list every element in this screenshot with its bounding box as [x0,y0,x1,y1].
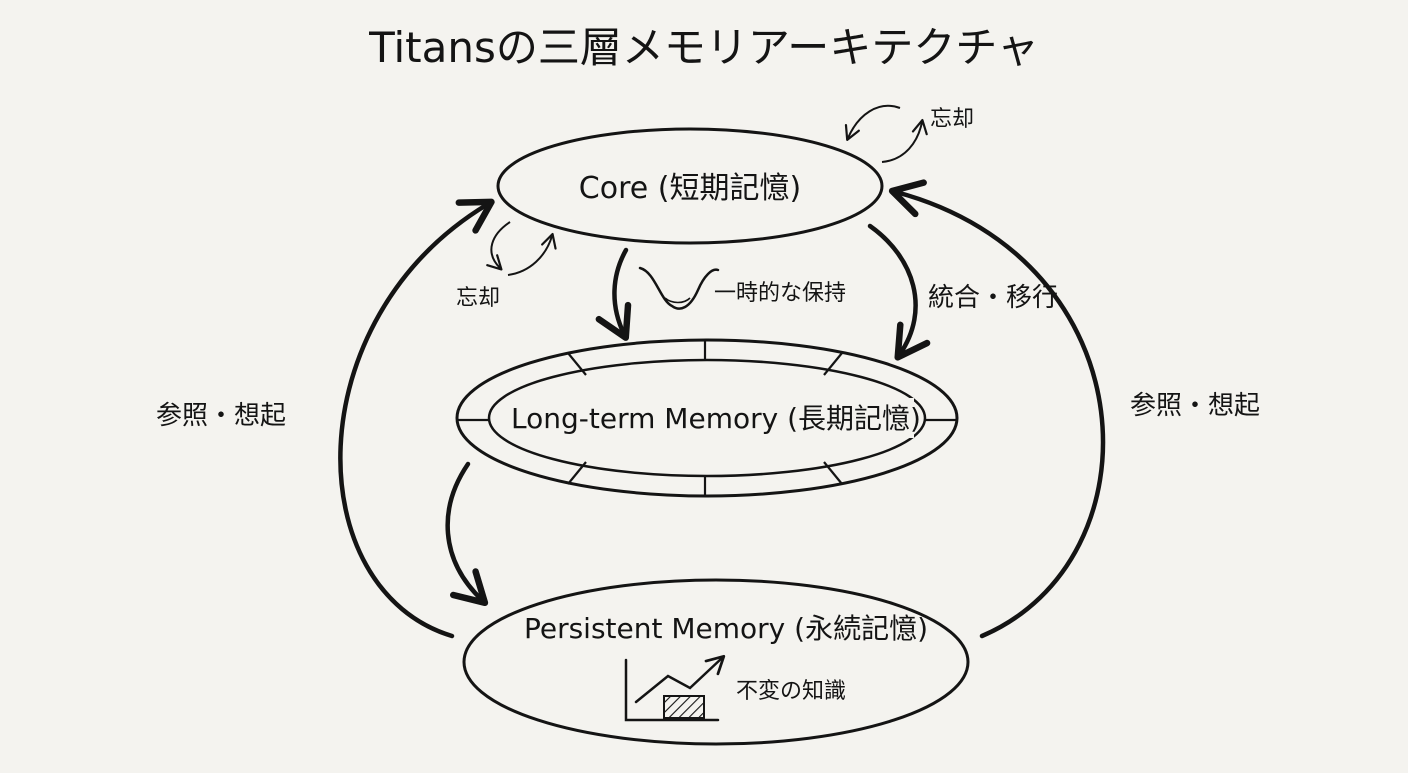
recall-right-label: 参照・想起 [1130,391,1260,421]
core-node-label: Core (短期記憶) [579,171,801,206]
integrate-transfer-label: 統合・移行 [928,283,1058,313]
invariant-knowledge-label: 不変の知識 [736,679,846,704]
recall-left-label: 参照・想起 [156,401,286,431]
temporary-hold-wave-icon [638,266,720,310]
recall-left-arrow [338,198,495,639]
temporary-hold: 一時的な保持 [638,266,846,310]
temporary-hold-label: 一時的な保持 [714,281,846,306]
diagram-title: Titansの三層メモリアーキテクチャ [368,23,1039,72]
forget-left-arrow-a [486,221,511,271]
core-to-longterm-arrow [595,247,632,341]
core-node: Core (短期記憶) [496,127,884,245]
forget-top-arrow-a [844,104,901,141]
persistent-node-label: Persistent Memory (永続記憶) [524,612,928,645]
forget-top-label: 忘却 [930,107,974,132]
forget-loop-left: 忘却 [456,221,557,311]
persistent-node: Persistent Memory (永続記憶) 不変の知識 [462,578,970,746]
longterm-node: Long-term Memory (長期記憶) [455,338,959,498]
longterm-node-label: Long-term Memory (長期記憶) [511,402,921,435]
growth-chart-icon [624,654,726,722]
longterm-to-persistent-arrow [445,461,489,607]
recall-right-arrow [888,179,1106,639]
forget-top-arrow-b [881,118,928,163]
forget-loop-top: 忘却 [844,104,974,163]
forget-left-arrow-b [507,232,557,276]
integrate-transfer-arrow [867,223,931,361]
forget-left-label: 忘却 [456,286,500,311]
